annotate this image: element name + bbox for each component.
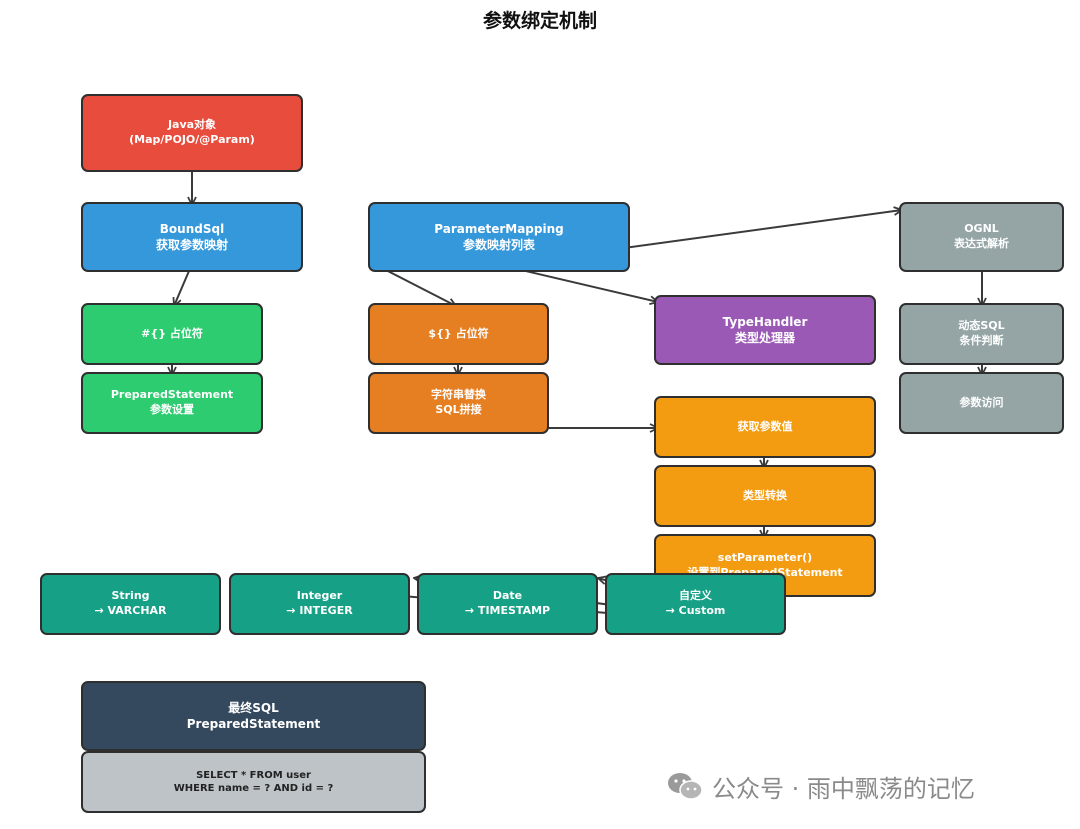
dollar-placeholder-node: ${} 占位符 <box>368 303 549 365</box>
typehandler-node: TypeHandler 类型处理器 <box>654 295 876 365</box>
prepared-statement-set-node: PreparedStatement 参数设置 <box>81 372 263 434</box>
sql-text-node: SELECT * FROM user WHERE name = ? AND id… <box>81 751 426 813</box>
date-timestamp-node: Date → TIMESTAMP <box>417 573 598 635</box>
dynamic-sql-node: 动态SQL 条件判断 <box>899 303 1064 365</box>
custom-node: 自定义 → Custom <box>605 573 786 635</box>
string-varchar-node: String → VARCHAR <box>40 573 221 635</box>
hash-placeholder-node: #{} 占位符 <box>81 303 263 365</box>
get-param-value-node: 获取参数值 <box>654 396 876 458</box>
wechat-icon <box>668 773 703 800</box>
integer-integer-node: Integer → INTEGER <box>229 573 410 635</box>
type-convert-node: 类型转换 <box>654 465 876 527</box>
parameter-mapping-node: ParameterMapping 参数映射列表 <box>368 202 630 272</box>
diagram-title: 参数绑定机制 <box>482 10 597 32</box>
java-object-node: Java对象 (Map/POJO/@Param) <box>81 94 303 172</box>
ognl-node: OGNL 表达式解析 <box>899 202 1064 272</box>
string-replace-node: 字符串替换 SQL拼接 <box>368 372 549 434</box>
final-sql-node: 最终SQL PreparedStatement <box>81 681 426 751</box>
boundsql-node: BoundSql 获取参数映射 <box>81 202 303 272</box>
edge-mapping-to-dollar <box>377 265 456 306</box>
watermark: 公众号 · 雨中飘荡的记忆 <box>666 768 975 804</box>
param-access-node: 参数访问 <box>899 372 1064 434</box>
watermark-text: 公众号 · 雨中飘荡的记忆 <box>712 774 975 803</box>
